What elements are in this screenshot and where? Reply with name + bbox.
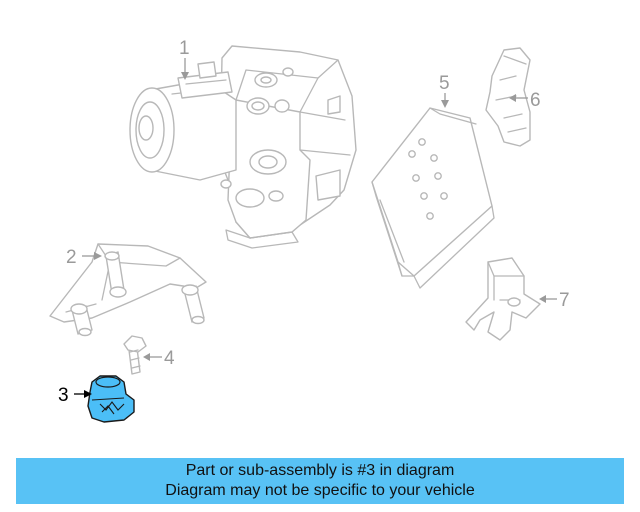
callout-7: 7 [559,290,570,311]
grommet-part-3 [87,375,135,423]
bolt [123,335,147,375]
abs-modulator-assembly [129,45,357,249]
wheel-speed-sensor [465,257,541,341]
callout-1: 1 [179,38,190,59]
harness-connector [485,47,531,147]
callout-3: 3 [58,385,69,406]
info-banner: Part or sub-assembly is #3 in diagram Di… [16,458,624,504]
leader-lines [74,58,557,398]
mounting-bracket [49,243,207,337]
callout-2: 2 [66,247,77,268]
callout-6: 6 [530,90,541,111]
banner-line-2: Diagram may not be specific to your vehi… [165,482,475,499]
banner-line-1: Part or sub-assembly is #3 in diagram [185,462,455,479]
callout-5: 5 [439,73,450,94]
abs-control-module [371,107,495,289]
callout-4: 4 [164,348,175,369]
